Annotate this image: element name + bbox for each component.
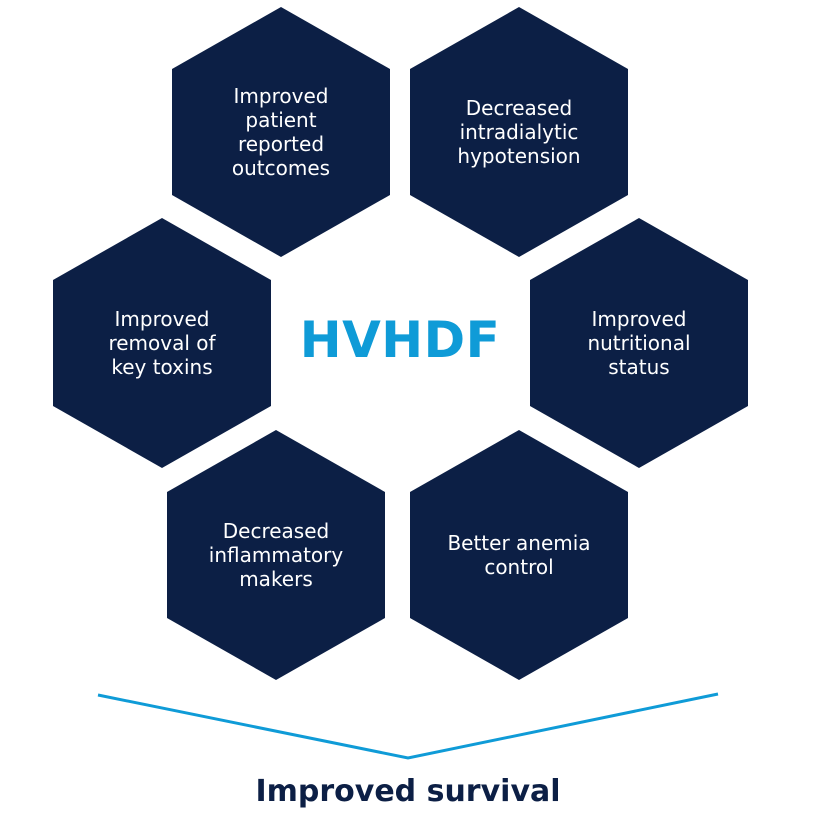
center-title: HVHDF	[299, 311, 501, 369]
hexagon-shape	[410, 430, 628, 680]
hexagon-shape	[410, 7, 628, 257]
benefit-label: Better anemia control	[447, 531, 591, 579]
benefit-label: Decreased inflammatory makers	[208, 519, 344, 591]
outcome-label: Improved survival	[255, 774, 561, 809]
benefit-label: Improved removal of key toxins	[108, 307, 216, 379]
benefit-label: Decreased intradialytic hypotension	[457, 96, 581, 168]
benefit-hexagon: Better anemia control	[410, 430, 628, 680]
benefit-hexagon: Improved removal of key toxins	[53, 218, 271, 468]
hexagon-shape	[172, 7, 390, 257]
benefit-hexagon: Improved nutritional status	[530, 218, 748, 468]
benefit-label: Improved nutritional status	[587, 307, 691, 379]
benefit-hexagon: Decreased intradialytic hypotension	[410, 7, 628, 257]
benefit-hexagon: Decreased inflammatory makers	[167, 430, 385, 680]
benefit-hexagon: Improved patient reported outcomes	[172, 7, 390, 257]
hexagon-shape	[167, 430, 385, 680]
hexagon-shape	[530, 218, 748, 468]
benefit-label: Improved patient reported outcomes	[231, 84, 331, 180]
hexagon-shape	[53, 218, 271, 468]
